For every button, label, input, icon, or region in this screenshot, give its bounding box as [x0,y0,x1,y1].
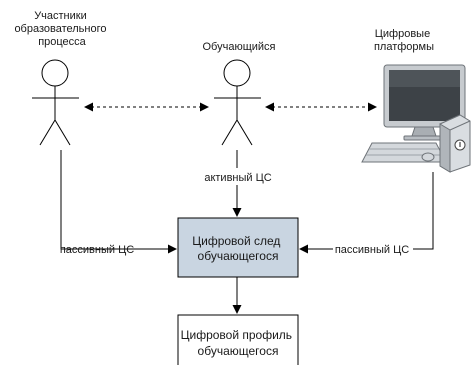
digital-profile-label-line-1: Цифровой профиль [181,328,292,342]
platforms-label-line-1: Цифровые [375,28,430,40]
passive-right-label: пассивный ЦС [335,244,409,256]
platforms-label-line-2: платформы [374,41,434,53]
participants-label: Участники образовательного процесса [14,10,109,48]
digital-profile-box [177,314,299,365]
participants-label-line-3: процесса [38,36,86,48]
participants-label-line-2: образовательного [14,23,106,35]
platforms-label: Цифровые платформы [374,28,434,53]
digital-profile-label: Цифровой профиль обучающегося [181,328,296,358]
digital-trace-label-line-2: обучающегося [198,249,279,263]
learner-label: Обучающийся [202,41,275,53]
passive-right-line [413,172,434,250]
digital-trace-label-line-1: Цифровой след [192,234,280,248]
learner-actor [214,59,261,146]
passive-left-line [60,150,136,250]
digital-trace-label: Цифровой след обучающегося [192,234,284,263]
computer-icon [361,64,471,173]
active-trace-label: активный ЦС [204,172,271,184]
participants-label-line-1: Участники [34,10,87,22]
participants-actor [32,59,79,146]
passive-left-label: пассивный ЦС [60,244,134,256]
digital-trace-box [177,217,299,278]
digital-profile-label-line-2: обучающегося [198,344,279,358]
